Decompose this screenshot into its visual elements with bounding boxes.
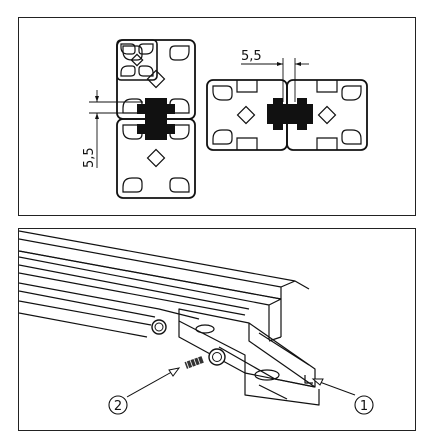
threaded-screw (184, 355, 204, 370)
fastener-right (208, 348, 226, 366)
callout-1-label: 1 (360, 399, 368, 414)
dimension-label-horizontal: 5,5 (241, 49, 262, 64)
callout-1: 1 (354, 395, 374, 415)
assembly-drawing: 2 1 (19, 230, 374, 415)
dimension-label-vertical: 5,5 (82, 147, 97, 168)
arrow-1 (311, 378, 356, 396)
callout-2-label: 2 (114, 399, 122, 414)
cross-section-panel: 5,5 5,5 (18, 17, 416, 216)
arrow-2 (126, 367, 181, 398)
callout-2: 2 (108, 395, 128, 415)
fastener-left (151, 319, 167, 335)
left-profile (89, 39, 196, 199)
right-profile (206, 58, 368, 151)
cross-section-drawing: 5,5 5,5 (82, 39, 368, 199)
assembly-panel: 2 1 (18, 228, 416, 431)
connector-housing (178, 308, 316, 388)
